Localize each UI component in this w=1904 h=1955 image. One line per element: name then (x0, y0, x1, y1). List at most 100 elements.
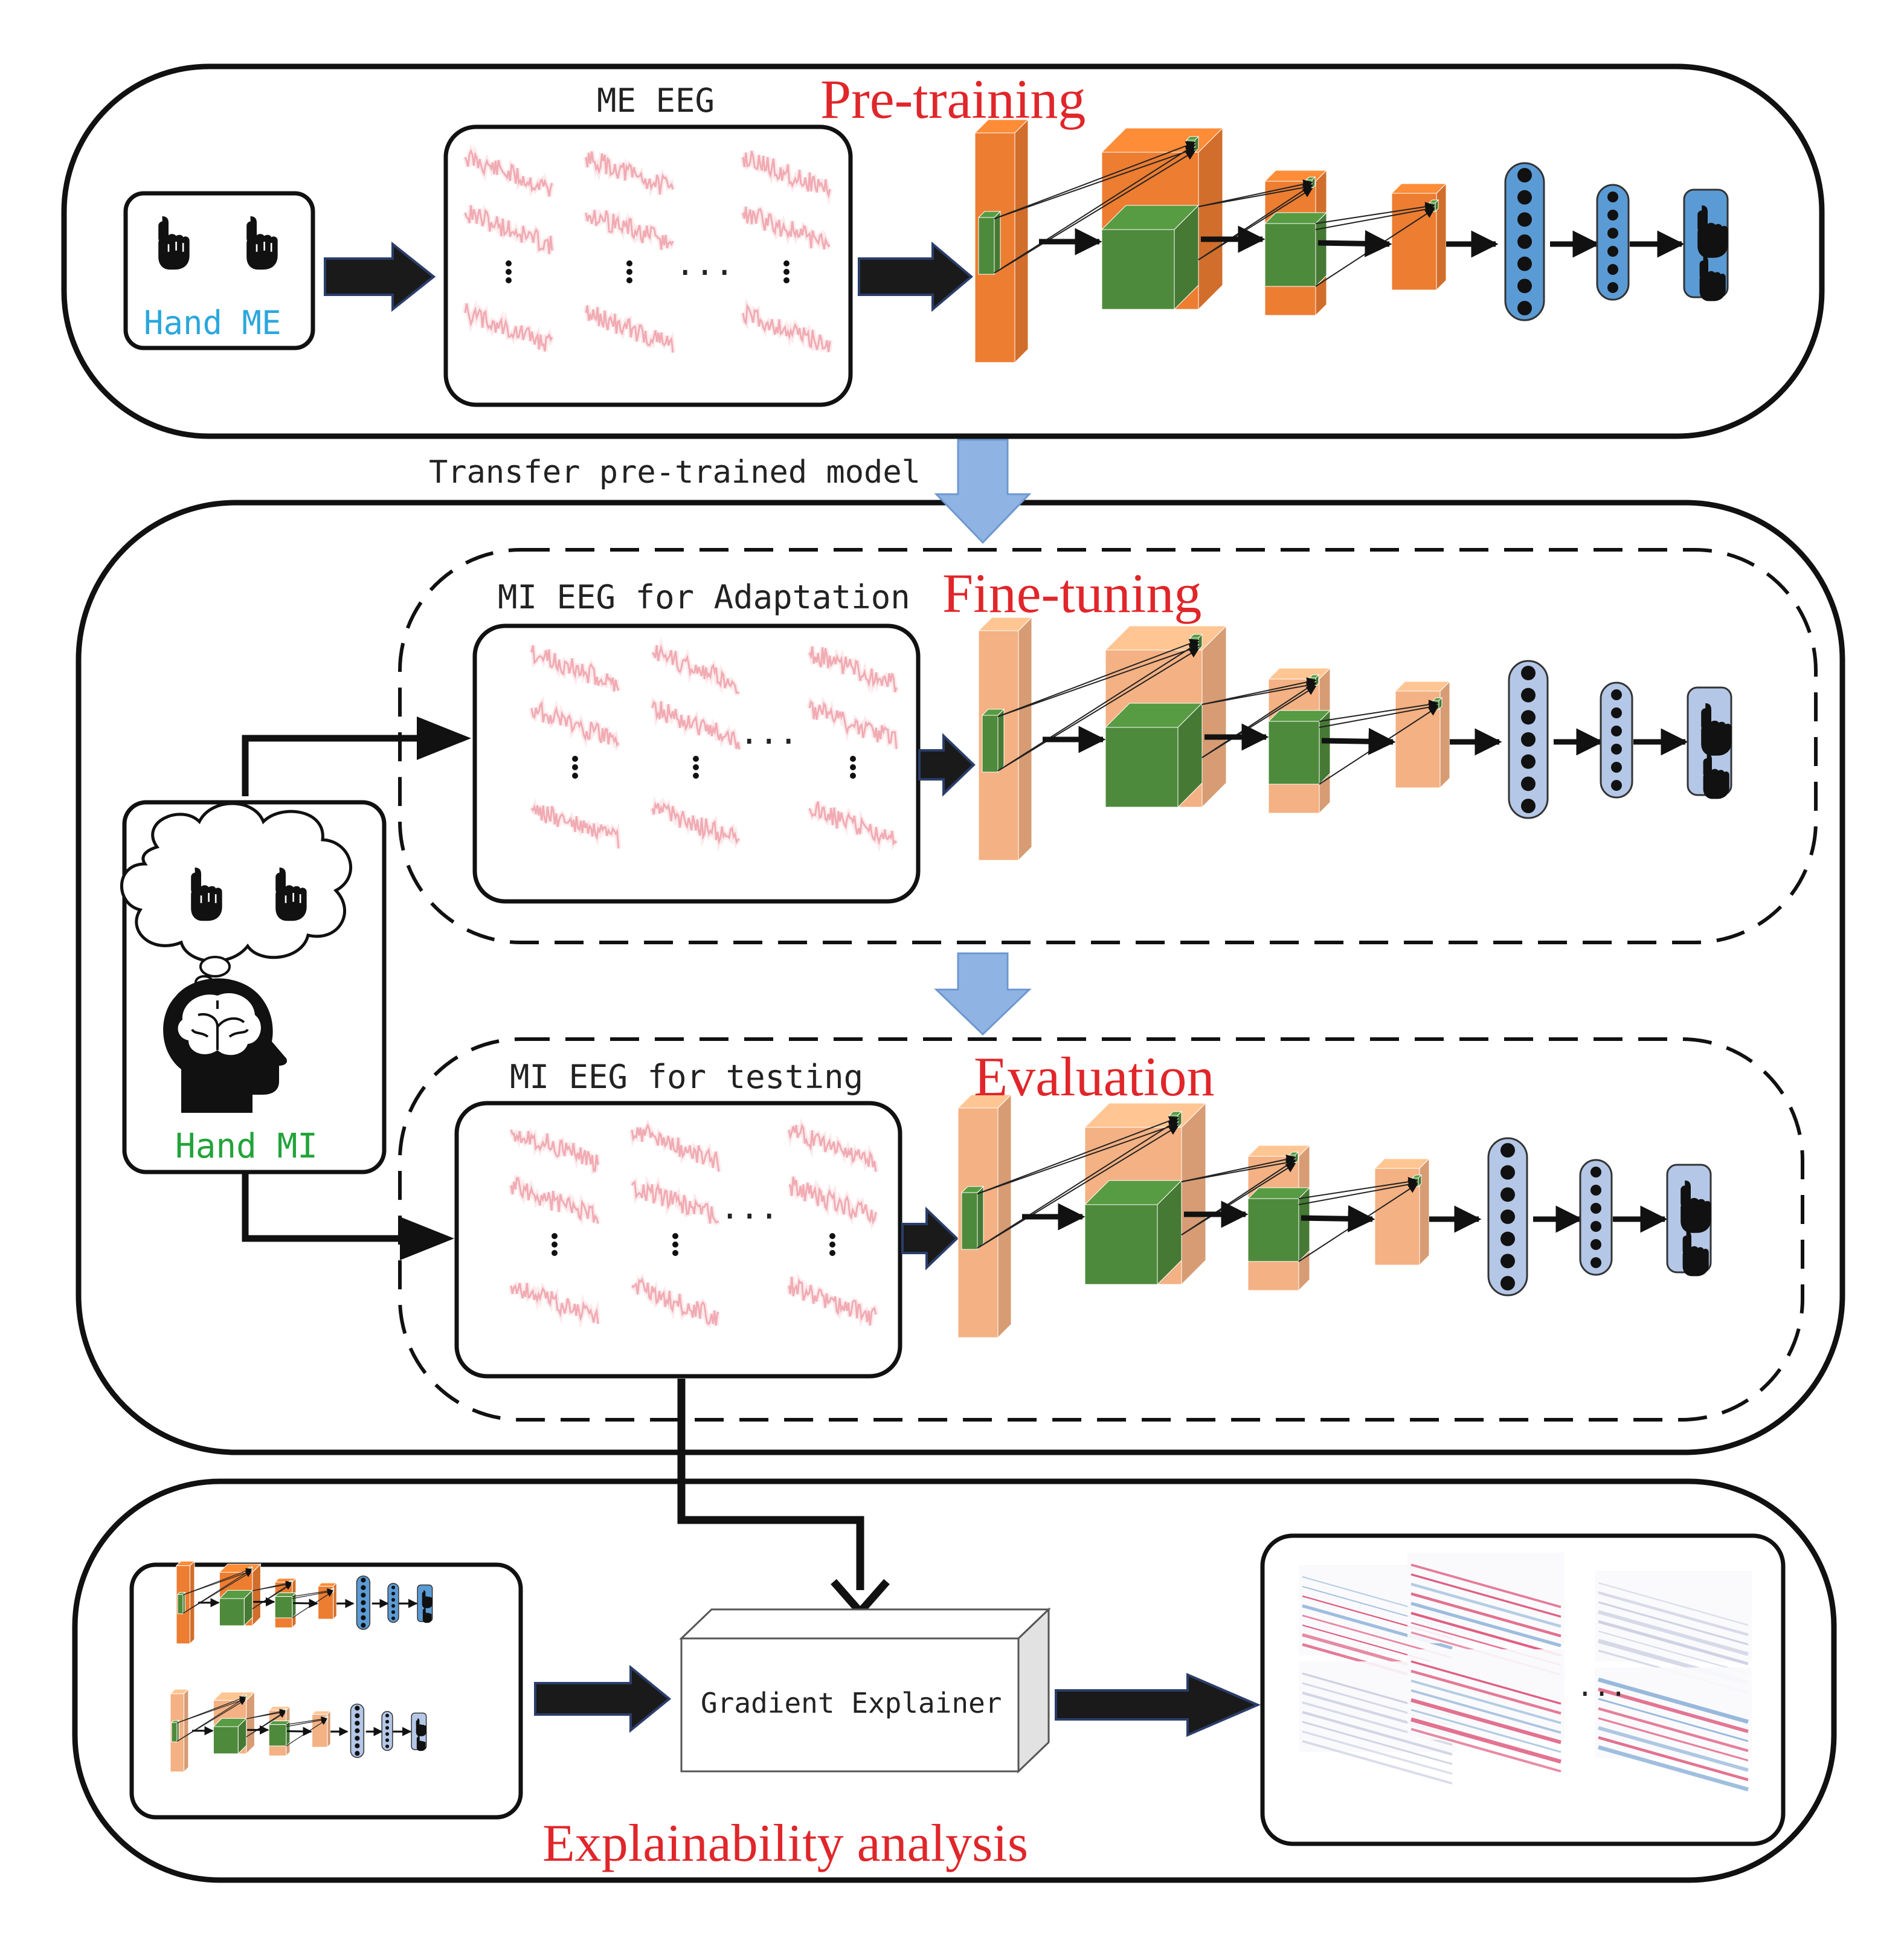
projection-line (1201, 680, 1317, 705)
ellipsis-dot (829, 1250, 835, 1256)
feature-block-front (1268, 721, 1320, 785)
eeg-trace (808, 646, 898, 693)
ellipsis: ... (675, 245, 735, 283)
ellipsis-dot (850, 764, 856, 770)
eeg-trace (530, 645, 620, 692)
conv-layer-side (1018, 616, 1032, 862)
projection-line (1319, 702, 1439, 728)
heatmap-stripe (1598, 1698, 1749, 1742)
cloud-bubble (199, 956, 231, 978)
ellipsis-dot (829, 1233, 835, 1239)
block-arrow (534, 1664, 672, 1733)
eeg-signal-plots (529, 637, 899, 852)
neuron-node-icon (1517, 190, 1532, 205)
eeg-trace (788, 1277, 877, 1326)
eeg-trace (651, 644, 740, 694)
eeg-trace-glow (786, 1118, 879, 1173)
conv-layer-side (189, 1560, 195, 1645)
mi-testing-eeg-box (454, 1101, 902, 1379)
heatmap-stripe (1598, 1736, 1749, 1782)
neuron-node-icon (385, 1719, 390, 1724)
eeg-trace-glow (806, 800, 899, 852)
ellipsis: ... (1577, 1670, 1627, 1702)
pointing-hand-icon (416, 1718, 426, 1736)
heatmap-stripe (1598, 1582, 1749, 1626)
feature-block (268, 1720, 291, 1747)
projection-line (182, 1571, 252, 1614)
ellipsis-dot (626, 277, 632, 283)
cnn-network-pretraining (974, 118, 1729, 364)
eeg-trace (464, 205, 553, 254)
ellipsis-dot (672, 1242, 678, 1248)
conv-layer-side (252, 1563, 261, 1627)
projection-line (1319, 700, 1439, 722)
saliency-heatmaps (1299, 1553, 1752, 1792)
neuron-node-icon (385, 1732, 390, 1736)
heatmap-stripe (1410, 1660, 1561, 1705)
eeg-trace-glow (806, 696, 899, 750)
cnn-network-evaluation (957, 1093, 1712, 1339)
hand-knuckles (256, 241, 272, 252)
eeg-trace (651, 700, 741, 750)
hand-finger (416, 1720, 419, 1728)
hand-finger (275, 872, 286, 895)
block-arrow (901, 1206, 959, 1271)
feature-block (1267, 709, 1331, 785)
neuron-node-icon (355, 1751, 360, 1756)
projection-line (997, 648, 1200, 771)
hand-me-box (123, 191, 315, 350)
pointing-hand-icon (1682, 1231, 1709, 1277)
conv-layer (1374, 1158, 1430, 1266)
pointing-hand-icon (1680, 1180, 1711, 1233)
hand-knuckles (167, 241, 184, 252)
ellipsis-dot (829, 1242, 835, 1248)
eeg-trace (742, 303, 831, 352)
neuron-node-icon (1607, 228, 1618, 239)
ellipsis-dot (552, 1242, 558, 1248)
projection-line (1198, 182, 1313, 207)
ellipsis-dot (783, 260, 790, 266)
block-arrow (324, 241, 436, 312)
feature-block-front (274, 1596, 293, 1618)
hand-finger (422, 1592, 425, 1600)
pointing-hand-icon (416, 1735, 426, 1751)
projection-line (176, 1698, 246, 1724)
neuron-node-icon (355, 1705, 360, 1711)
eeg-trace (585, 305, 674, 353)
neuron-node-icon (355, 1728, 360, 1733)
kernel-side (182, 1591, 185, 1615)
ellipsis-dot (572, 764, 578, 770)
kernel-side (997, 708, 1005, 773)
projection-line (1181, 1163, 1296, 1235)
explainer-box-top (679, 1608, 1051, 1640)
neuron-node-icon (391, 1604, 396, 1608)
feature-block (1104, 702, 1203, 808)
eeg-trace (788, 1123, 877, 1172)
projection-line (286, 1716, 327, 1725)
eeg-trace (530, 804, 620, 849)
neuron-node-icon (1517, 301, 1532, 315)
pointing-hand-icon (1703, 754, 1729, 799)
projection-line (977, 1116, 1179, 1194)
projection-line (994, 141, 1196, 219)
hand-finger (191, 872, 201, 895)
eeg-trace-glow (529, 797, 622, 849)
mi-adaptation-caption: MI EEG for Adaptation (498, 578, 910, 616)
neuron-node-icon (361, 1623, 366, 1628)
heatmap-stripe (1410, 1602, 1561, 1647)
hand-finger (1703, 758, 1711, 778)
conv-layer-side (1181, 1102, 1206, 1286)
feature-block-front (213, 1726, 239, 1754)
heatmap-stripe (1598, 1677, 1749, 1724)
projection-line (977, 1126, 1179, 1249)
heatmap-stripe (1598, 1620, 1749, 1666)
eeg-trace (651, 801, 740, 845)
hand-finger (416, 1737, 420, 1744)
thought-cloud-icon (120, 802, 353, 998)
feature-block (213, 1718, 248, 1755)
heatmap-stripe (1598, 1717, 1749, 1762)
neuron-node-icon (1521, 732, 1536, 747)
heatmap-stripe (1410, 1582, 1561, 1628)
heatmap-stripe (1410, 1564, 1561, 1608)
projection-line (994, 144, 1196, 274)
